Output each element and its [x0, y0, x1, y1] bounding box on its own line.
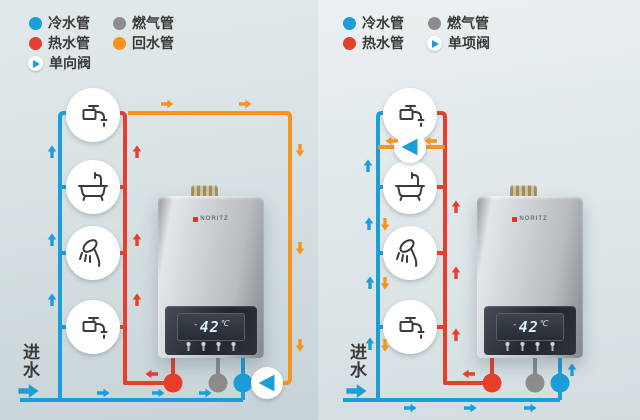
water-inlet-label: 进水	[23, 343, 40, 381]
legend-cold-water: 冷水管	[29, 16, 90, 31]
display-temperature: 42	[199, 318, 220, 336]
control-buttons	[185, 342, 237, 351]
heater-button-icon	[185, 342, 192, 351]
brand-logo: NORITZ	[158, 216, 264, 222]
heater-button-icon	[519, 342, 526, 351]
legend-cold-water: 冷水管	[343, 16, 404, 31]
valve-triangle-icon	[432, 39, 439, 48]
legend-label: 回水管	[132, 35, 174, 51]
flue-vent-icon	[191, 185, 218, 196]
legend-label: 热水管	[48, 35, 90, 51]
legend-label: 单项阀	[448, 35, 490, 51]
control-panel: - 42 ℃	[165, 306, 257, 355]
legend-label: 冷水管	[362, 15, 404, 31]
legend-label: 燃气管	[132, 15, 174, 31]
water-inlet-label: 进水	[350, 343, 367, 381]
check-valve-icon	[251, 367, 283, 399]
pipe-connectors	[163, 373, 570, 393]
brand-name: NORITZ	[200, 216, 229, 222]
heater-button-icon	[230, 342, 237, 351]
brand-logo: NORITZ	[477, 216, 583, 222]
heater-button-icon	[549, 342, 556, 351]
gas-pipe-swatch-icon	[428, 17, 441, 30]
display-unit: ℃	[219, 319, 229, 328]
legend-check-valve: 单项阀	[427, 36, 490, 51]
check-valve-icon	[427, 36, 442, 51]
brand-mark-icon	[512, 216, 518, 222]
display-prefix: -	[512, 320, 518, 330]
legend-label: 单向阀	[49, 55, 91, 71]
legend-return-water: 回水管	[113, 36, 174, 51]
heater-button-icon	[504, 342, 511, 351]
legend-hot-water: 热水管	[343, 36, 404, 51]
display-prefix: -	[193, 320, 199, 330]
return-pipe-swatch-icon	[113, 37, 126, 50]
water-heater-left: NORITZ - 42 ℃	[158, 185, 264, 358]
display-unit: ℃	[538, 319, 548, 328]
display-temperature: 42	[518, 318, 539, 336]
legend-gas: 燃气管	[113, 16, 174, 31]
valve-triangle-icon	[33, 59, 40, 68]
temperature-display: - 42 ℃	[177, 313, 245, 341]
heater-button-icon	[215, 342, 222, 351]
legend-label: 燃气管	[447, 15, 489, 31]
brand-name: NORITZ	[519, 216, 548, 222]
flue-vent-icon	[510, 185, 537, 196]
water-heater-right: NORITZ - 42 ℃	[477, 185, 583, 358]
heater-button-icon	[200, 342, 207, 351]
check-valve-icon	[394, 131, 426, 163]
cold-pipe-swatch-icon	[343, 17, 356, 30]
temperature-display: - 42 ℃	[496, 313, 564, 341]
brand-mark-icon	[193, 216, 199, 222]
check-valve-icon	[28, 56, 43, 71]
legend-label: 热水管	[362, 35, 404, 51]
control-buttons	[504, 342, 556, 351]
legend-gas: 燃气管	[428, 16, 489, 31]
gas-pipe-swatch-icon	[113, 17, 126, 30]
legend-check-valve: 单向阀	[28, 56, 91, 71]
hot-pipe-swatch-icon	[343, 37, 356, 50]
legend-label: 冷水管	[48, 15, 90, 31]
heater-button-icon	[534, 342, 541, 351]
control-panel: - 42 ℃	[484, 306, 576, 355]
hot-pipe-swatch-icon	[29, 37, 42, 50]
legend-hot-water: 热水管	[29, 36, 90, 51]
cold-pipe-swatch-icon	[29, 17, 42, 30]
left-return-water-pipe	[128, 111, 292, 385]
